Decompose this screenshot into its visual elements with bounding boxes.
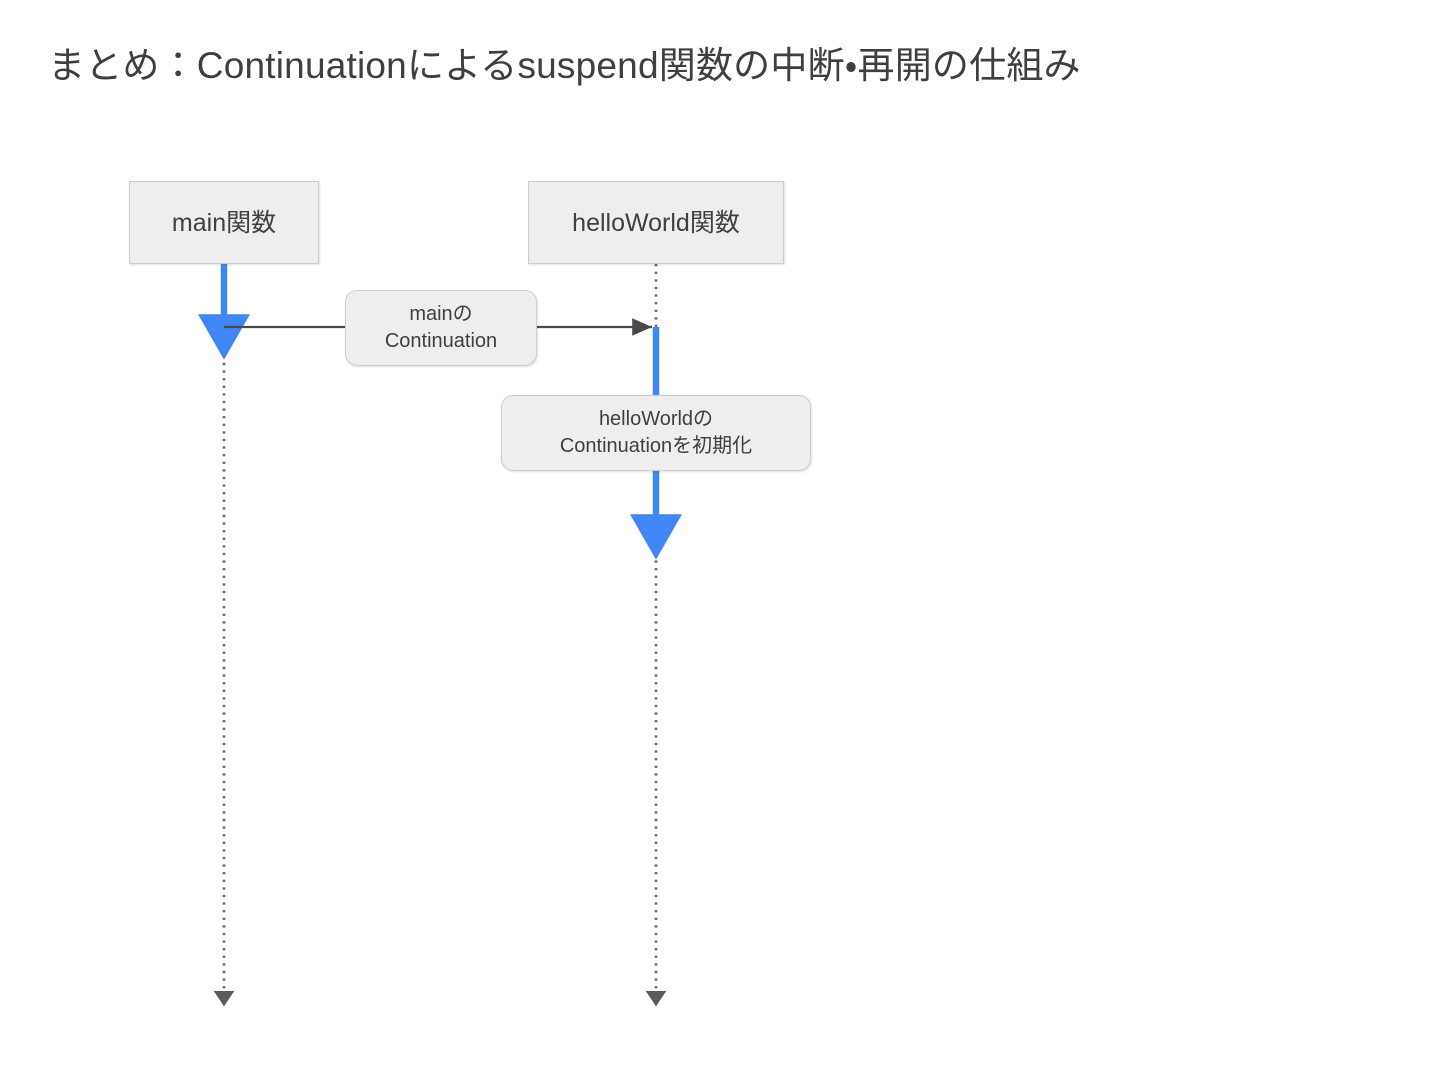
note-helloworld-continuation-label: helloWorldの Continuationを初期化 (559, 408, 753, 457)
page-title: まとめ：Continuationによるsuspend関数の中断・再開の仕組み (48, 45, 1081, 86)
note-main-continuation[interactable]: mainの Continuation (345, 290, 537, 366)
note-main-continuation-label: mainの Continuation (384, 303, 498, 352)
participant-main-label: main関数 (171, 208, 277, 237)
participant-helloworld[interactable]: helloWorld関数 (528, 181, 784, 264)
participant-main[interactable]: main関数 (129, 181, 319, 264)
participant-helloworld-label: helloWorld関数 (572, 208, 740, 237)
note-helloworld-continuation[interactable]: helloWorldの Continuationを初期化 (501, 395, 811, 471)
